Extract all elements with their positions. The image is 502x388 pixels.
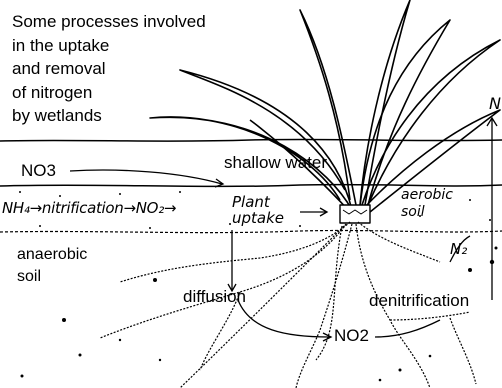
title-line: of nitrogen <box>12 81 272 105</box>
title-line: and removal <box>12 57 272 81</box>
aerobic-soil-label: aerobic soil <box>401 187 453 221</box>
n2-label: N₂ <box>450 242 467 257</box>
title-line: Some processes involved <box>12 10 272 34</box>
denitrification-label: denitrification <box>369 292 469 309</box>
no3-label: NO3 <box>21 162 56 179</box>
water-surface-line <box>0 139 502 141</box>
title-line: in the uptake <box>12 34 272 58</box>
diagram-title: Some processes involved in the uptake an… <box>12 10 272 128</box>
n-top-label: N <box>489 96 501 112</box>
aerobic-soil-line: soil <box>401 204 453 221</box>
plant-uptake-line: uptake <box>232 210 284 226</box>
anaerobic-soil-line: anaerobic <box>17 244 87 266</box>
no2-label: NO2 <box>334 327 369 344</box>
aerobic-soil-bottom-line <box>0 231 502 233</box>
plant-uptake-label: Plant uptake <box>232 194 284 226</box>
title-line: by wetlands <box>12 104 272 128</box>
plant-uptake-line: Plant <box>232 194 284 210</box>
shallow-water-label: shallow water <box>224 154 327 171</box>
anaerobic-soil-line: soil <box>17 266 87 288</box>
aerobic-soil-line: aerobic <box>401 187 453 204</box>
diffusion-label: diffusion <box>183 288 246 305</box>
anaerobic-soil-label: anaerobic soil <box>17 244 87 288</box>
nitrification-row-label: NH₄→nitrification→NO₂→ <box>2 201 176 216</box>
